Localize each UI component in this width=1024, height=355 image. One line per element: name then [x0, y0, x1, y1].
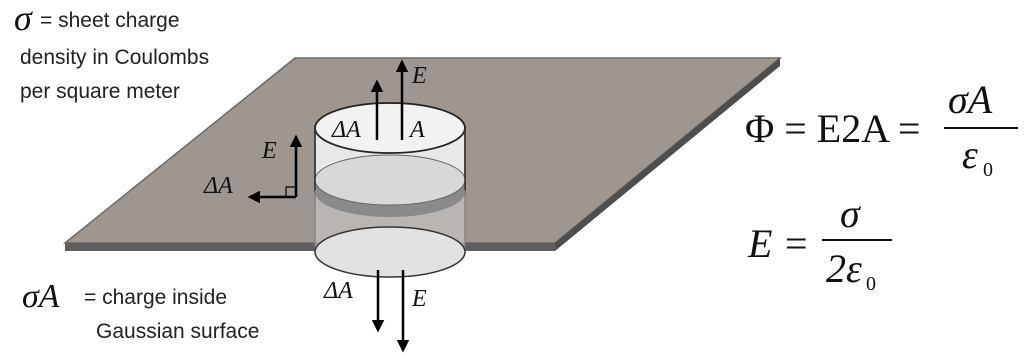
- bottom-E-label: E: [411, 286, 427, 312]
- top-A-label: A: [408, 117, 425, 143]
- charge-desc-line2: Gaussian surface: [96, 320, 259, 343]
- field-subscript: 0: [866, 273, 876, 295]
- sigma-desc-line2: density in Coulombs: [20, 46, 209, 69]
- field-numerator: σ: [840, 191, 861, 236]
- cylinder-sheet-band: [315, 180, 465, 217]
- bottom-dA-label: ΔA: [323, 278, 353, 304]
- field-equation: E = σ 2ε 0: [747, 191, 892, 295]
- side-vectors: [247, 134, 303, 204]
- flux-lhs: Φ = E2A =: [745, 106, 920, 151]
- sigma-symbol: σ: [14, 0, 33, 38]
- field-lhs: E =: [747, 221, 809, 266]
- flux-equation: Φ = E2A = σA ε 0: [745, 77, 1018, 181]
- flux-numerator: σA: [948, 77, 993, 122]
- gaussian-cylinder: [314, 102, 466, 278]
- top-dA-label: ΔA: [331, 117, 361, 143]
- side-dA-label: ΔA: [203, 173, 233, 199]
- flux-subscript: 0: [983, 159, 993, 181]
- cylinder-mid-slice: [314, 154, 466, 206]
- flux-denominator: ε: [962, 132, 978, 177]
- side-E-label: E: [261, 138, 277, 164]
- sigma-desc-line1: = sheet charge: [40, 9, 180, 32]
- cylinder-bottom-cap: [314, 226, 466, 278]
- sheet-front-edge: [65, 243, 555, 251]
- sigma-desc-line3: per square meter: [20, 80, 180, 103]
- sheet-side-edge: [555, 58, 780, 251]
- right-angle-marker: [285, 186, 296, 197]
- enclosed-charge-annotation: σA = charge inside Gaussian surface: [22, 278, 259, 343]
- field-denominator: 2ε: [826, 246, 862, 291]
- charge-desc-line1: = charge inside: [84, 286, 227, 309]
- sheet-charge-annotation: σ = sheet charge density in Coulombs per…: [14, 0, 209, 103]
- top-E-label: E: [411, 63, 427, 89]
- charge-symbol: σA: [22, 278, 60, 315]
